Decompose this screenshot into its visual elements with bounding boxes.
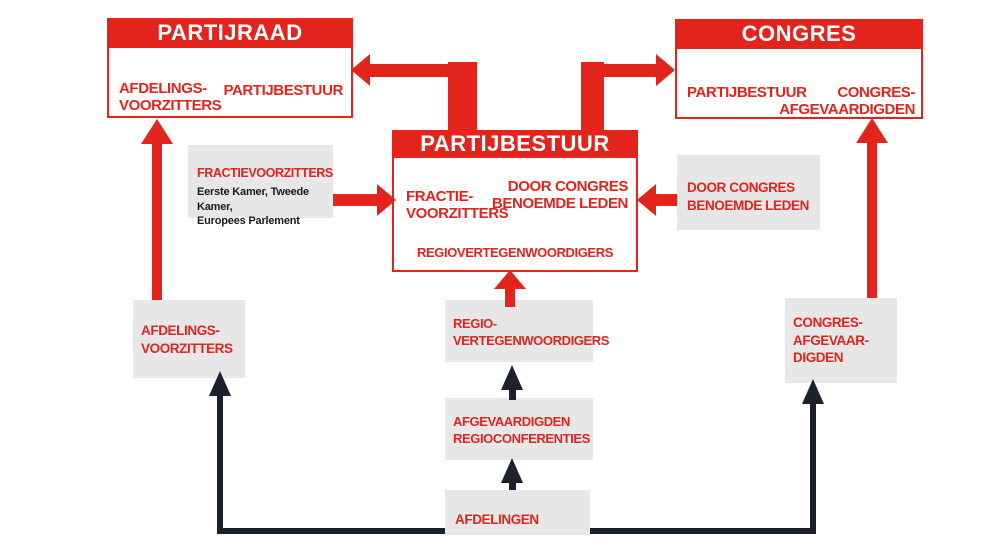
congres-member-congresafgevaardigden: CONGRES- AFGEVAARDIGDEN <box>779 84 915 119</box>
arrow-partijbestuur-to-congres-vertical <box>581 62 604 130</box>
label-line: VOORZITTERS <box>119 97 222 115</box>
afdelingen-box: AFDELINGEN <box>445 490 590 535</box>
arrowhead-into-congres-icon <box>656 54 675 86</box>
arrow-afdelingen-right-horizontal <box>590 528 816 534</box>
arrow-afdelingen-left-horizontal <box>217 528 445 534</box>
label-line: CONGRES- <box>837 84 915 101</box>
label-line: CONGRES- <box>793 315 863 330</box>
arrowhead-to-afdelingsvoorzitters-icon <box>209 371 231 396</box>
regio-vertegenwoordigers-label: REGIO- VERTEGENWOORDIGERS <box>453 316 610 350</box>
arrow-afdelingsvoorzitters-to-partijraad <box>152 142 162 300</box>
arrowhead-fractievoorzitters-icon <box>377 184 396 216</box>
label-line: FRACTIE- <box>406 188 473 205</box>
label-line: AFGEVAARDIGDEN <box>453 414 570 429</box>
arrowhead-to-congresafgevaardigden-icon <box>802 379 824 404</box>
partijraad-member-partijbestuur: PARTIJBESTUUR <box>223 82 343 99</box>
partijbestuur-box: PARTIJBESTUUR FRACTIE- VOORZITTERS DOOR … <box>392 130 638 272</box>
label-line: AFDELINGS- <box>141 323 220 338</box>
label-line: VOORZITTERS <box>406 205 509 223</box>
arrowhead-afdelingen-up-icon <box>501 458 523 483</box>
label-line: DOOR CONGRES <box>507 178 629 195</box>
door-congres-benoemde-leden-label: DOOR CONGRES BENOEMDE LEDEN <box>687 179 820 214</box>
label-line: REGIO- <box>453 316 497 331</box>
partijraad-box: PARTIJRAAD AFDELINGS- VOORZITTERS PARTIJ… <box>107 18 353 118</box>
arrow-afdelingen-right-vertical <box>810 403 816 534</box>
arrow-partijbestuur-to-partijraad-horizontal <box>368 64 477 77</box>
congres-afgevaardigden-label: CONGRES- AFGEVAAR- DIGDEN <box>793 314 897 367</box>
afgevaardigden-regioconferenties-label: AFGEVAARDIGDEN REGIOCONFERENTIES <box>453 414 593 448</box>
congres-member-partijbestuur: PARTIJBESTUUR <box>687 84 807 101</box>
arrow-afdelingen-to-afgevaardigden <box>509 482 516 490</box>
label-line: DIGDEN <box>793 350 844 366</box>
partijraad-member-afdelingsvoorzitters: AFDELINGS- VOORZITTERS <box>119 80 222 115</box>
fractievoorzitters-title: FRACTIEVOORZITTERS <box>197 166 333 180</box>
congres-title: CONGRES <box>675 19 923 49</box>
fractievoorzitters-box: FRACTIEVOORZITTERS Eerste Kamer, Tweede … <box>188 145 333 227</box>
arrow-afgevaardigden-to-regio <box>509 389 516 400</box>
arrowhead-doorcongres-icon <box>637 184 656 216</box>
door-congres-benoemde-leden-box: DOOR CONGRES BENOEMDE LEDEN <box>677 155 820 230</box>
arrowhead-to-partijbestuur-icon <box>494 270 526 289</box>
label-line: REGIOCONFERENTIES <box>453 430 590 446</box>
afdelings-voorzitters-box: AFDELINGS- VOORZITTERS <box>133 300 245 378</box>
arrow-partijbestuur-to-congres-horizontal <box>581 64 658 77</box>
arrow-regiovertegenwoordigers-to-partijbestuur <box>505 288 515 307</box>
regio-vertegenwoordigers-box: REGIO- VERTEGENWOORDIGERS <box>445 300 610 362</box>
label-line: VERTEGENWOORDIGERS <box>453 332 610 348</box>
congres-afgevaardigden-box: CONGRES- AFGEVAAR- DIGDEN <box>785 298 897 383</box>
afdelings-voorzitters-label: AFDELINGS- VOORZITTERS <box>141 322 245 357</box>
arrowhead-to-partijraad-icon <box>141 119 173 144</box>
arrow-congresafgevaardigden-to-congres <box>867 141 877 298</box>
partijbestuur-member-regiovertegenwoordigers: REGIOVERTEGENWOORDIGERS <box>417 244 613 260</box>
arrow-fractievoorzitters-to-partijbestuur <box>333 194 379 206</box>
label-line: Eerste Kamer, Tweede Kamer, <box>197 186 309 213</box>
arrowhead-afgevaardigden-up-icon <box>501 365 523 390</box>
label-line: AFDELINGS- <box>119 80 207 97</box>
label-line: BENOEMDE LEDEN <box>687 197 809 213</box>
label-line: BENOEMDE LEDEN <box>491 195 628 213</box>
label-line: Europees Parlement <box>197 214 300 227</box>
afdelingen-label: AFDELINGEN <box>455 512 539 528</box>
partijraad-title: PARTIJRAAD <box>107 18 353 48</box>
arrowhead-to-congres-icon <box>856 118 888 143</box>
afgevaardigden-regioconferenties-box: AFGEVAARDIGDEN REGIOCONFERENTIES <box>445 398 593 460</box>
arrowhead-into-partijraad-icon <box>351 54 370 86</box>
arrow-doorcongres-to-partijbestuur <box>656 194 677 206</box>
partijbestuur-member-doorcongres: DOOR CONGRES BENOEMDE LEDEN <box>492 178 628 213</box>
congres-box: CONGRES PARTIJBESTUUR CONGRES- AFGEVAARD… <box>675 19 923 119</box>
label-line: AFGEVAAR- <box>793 332 869 348</box>
label-line: VOORZITTERS <box>141 340 233 356</box>
fractievoorzitters-subtitle: Eerste Kamer, Tweede Kamer, Europees Par… <box>197 185 329 228</box>
partijbestuur-member-fractievoorzitters: FRACTIE- VOORZITTERS <box>406 188 509 223</box>
label-line: DOOR CONGRES <box>687 180 795 195</box>
partijbestuur-title: PARTIJBESTUUR <box>392 130 638 158</box>
arrow-afdelingen-left-vertical <box>217 396 223 534</box>
label-line: AFGEVAARDIGDEN <box>779 101 915 119</box>
